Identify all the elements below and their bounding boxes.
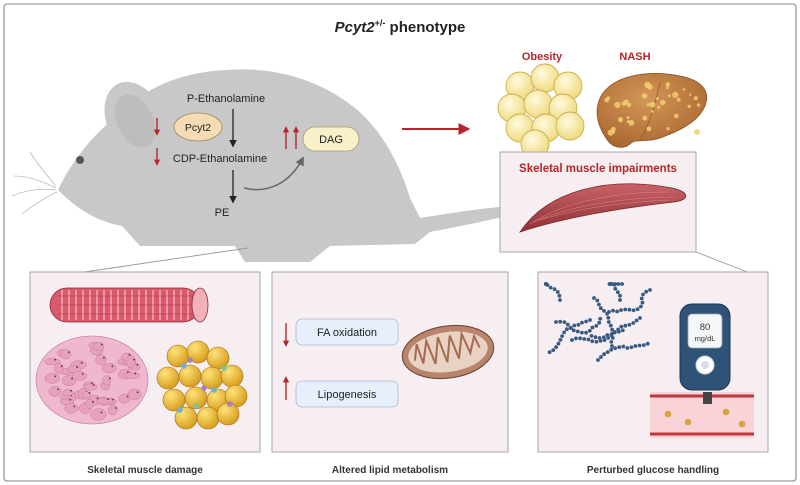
meter-unit: mg/dL [695, 334, 716, 343]
glucose-meter-icon: 80 mg/dL [679, 303, 731, 404]
muscle-fiber-icon [49, 287, 209, 323]
fa-oxidation-label: FA oxidation [317, 327, 377, 339]
enzyme-label: Pcyt2 [185, 122, 211, 134]
adipocyte-cluster-icon [497, 63, 585, 159]
product-label: PE [215, 207, 230, 219]
muscle-icon [519, 183, 687, 233]
glycogen-chains-icon [544, 282, 652, 362]
dag-label: DAG [319, 134, 343, 146]
lipogenesis-label: Lipogenesis [318, 389, 377, 401]
liver-icon [596, 73, 708, 148]
lipid-droplet-cluster-icon [156, 340, 248, 430]
meter-screen [687, 313, 723, 349]
mitochondrion-icon [401, 324, 495, 380]
figure-title: Pcyt2+/- phenotype [335, 18, 466, 36]
pathway: P-Ethanolamine Pcyt2 CDP-Ethanolamine PE… [153, 93, 360, 219]
intermediate-label: CDP-Ethanolamine [173, 153, 267, 165]
obesity-label: Obesity [522, 51, 563, 63]
caption-glucose-handling: Perturbed glucose handling [587, 465, 719, 476]
fa-oxidation-box [295, 318, 399, 346]
dag-arrow [243, 156, 304, 191]
nash-label: NASH [619, 51, 650, 63]
blood-vessel-icon [650, 392, 754, 438]
lipogenesis-box [295, 380, 399, 408]
dag-box [302, 126, 360, 152]
muscle-impairment-label: Skeletal muscle impairments [519, 163, 677, 175]
pcyt2-enzyme [173, 112, 223, 142]
meter-value: 80 [700, 322, 711, 333]
muscle-tissue-section-icon [35, 335, 149, 425]
substrate-label: P-Ethanolamine [187, 93, 265, 105]
caption-lipid-metabolism: Altered lipid metabolism [332, 465, 448, 476]
caption-muscle-damage: Skeletal muscle damage [87, 465, 203, 476]
